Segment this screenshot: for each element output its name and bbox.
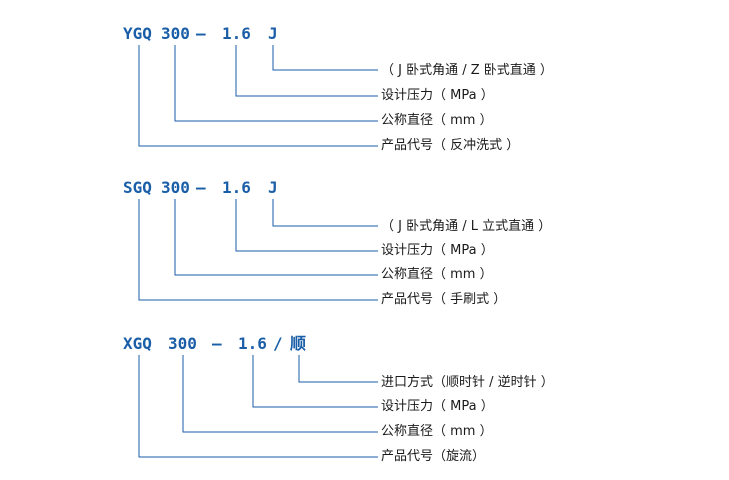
label-pressure: 设计压力（ MPa ） (381, 88, 494, 103)
model-code: YGQ (123, 24, 152, 43)
leader-line-suffix (272, 199, 378, 227)
leader-line-pressure (235, 199, 378, 252)
size-code: 300 (161, 24, 190, 43)
label-size: 公称直径（ mm ） (381, 424, 493, 439)
dash-separator: — (212, 334, 222, 353)
label-suffix: （ J 卧式角通 / Z 卧式直通 ） (381, 63, 553, 78)
model-code: SGQ (123, 178, 152, 197)
model-code: XGQ (123, 334, 152, 353)
leader-line-suffix (298, 355, 378, 383)
label-model: 产品代号（ 反冲洗式 ） (381, 138, 520, 153)
leader-line-model (138, 45, 378, 147)
leader-line-pressure (235, 45, 378, 97)
label-size: 公称直径（ mm ） (381, 267, 493, 282)
slash-separator: / (273, 334, 283, 353)
leader-line-pressure (252, 355, 378, 408)
suffix-code: 顺 (290, 334, 307, 353)
leader-line-size (182, 355, 378, 433)
label-pressure: 设计压力（ MPa ） (381, 243, 494, 258)
label-model: 产品代号（旋流） (381, 449, 486, 464)
suffix-code: J (268, 24, 278, 43)
size-code: 300 (161, 178, 190, 197)
suffix-code: J (268, 178, 278, 197)
leader-line-size (174, 45, 378, 122)
leader-line-suffix (272, 45, 378, 71)
label-suffix: （ J 卧式角通 / L 立式直通 ） (381, 219, 552, 234)
size-code: 300 (168, 334, 197, 353)
label-pressure: 设计压力（ MPa ） (381, 399, 494, 414)
label-model: 产品代号（ 手刷式 ） (381, 292, 507, 307)
leader-line-size (174, 199, 378, 276)
leader-line-model (138, 355, 378, 458)
label-size: 公称直径（ mm ） (381, 113, 493, 128)
pressure-code: 1.6 (222, 178, 251, 197)
label-suffix: 进口方式（顺时针 / 逆时针 ） (381, 375, 554, 390)
leader-line-model (138, 199, 378, 301)
pressure-code: 1.6 (238, 334, 267, 353)
dash-separator: — (196, 178, 206, 197)
dash-separator: — (196, 24, 206, 43)
pressure-code: 1.6 (222, 24, 251, 43)
